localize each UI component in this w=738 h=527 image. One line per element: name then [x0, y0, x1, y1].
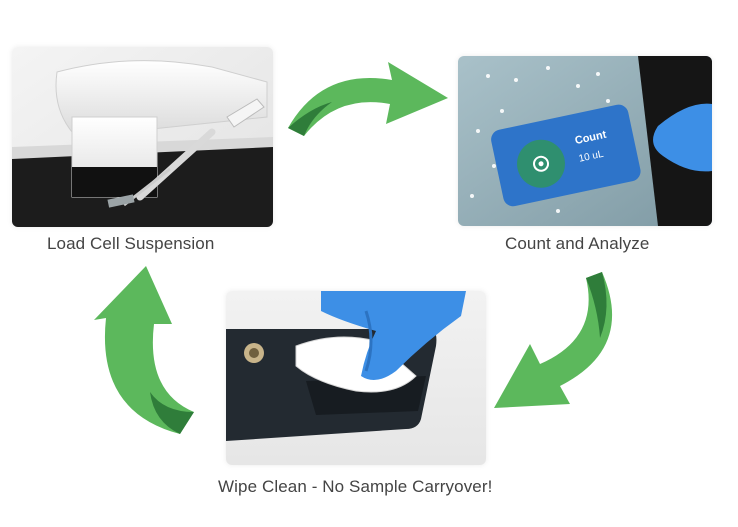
- cycle-arrow-right: [282, 58, 452, 140]
- step-caption-wipe: Wipe Clean - No Sample Carryover!: [218, 477, 493, 496]
- cycle-arrow-down: [490, 268, 628, 436]
- count-analyze-image: Count 10 uL: [458, 56, 712, 226]
- step-caption-count: Count and Analyze: [505, 234, 650, 253]
- load-cell-image: [12, 47, 273, 227]
- screen-volume-value: 10 uL: [578, 149, 605, 165]
- cycle-arrow-up: [94, 262, 198, 440]
- step-caption-load: Load Cell Suspension: [47, 234, 215, 253]
- wipe-clean-image: [226, 291, 486, 465]
